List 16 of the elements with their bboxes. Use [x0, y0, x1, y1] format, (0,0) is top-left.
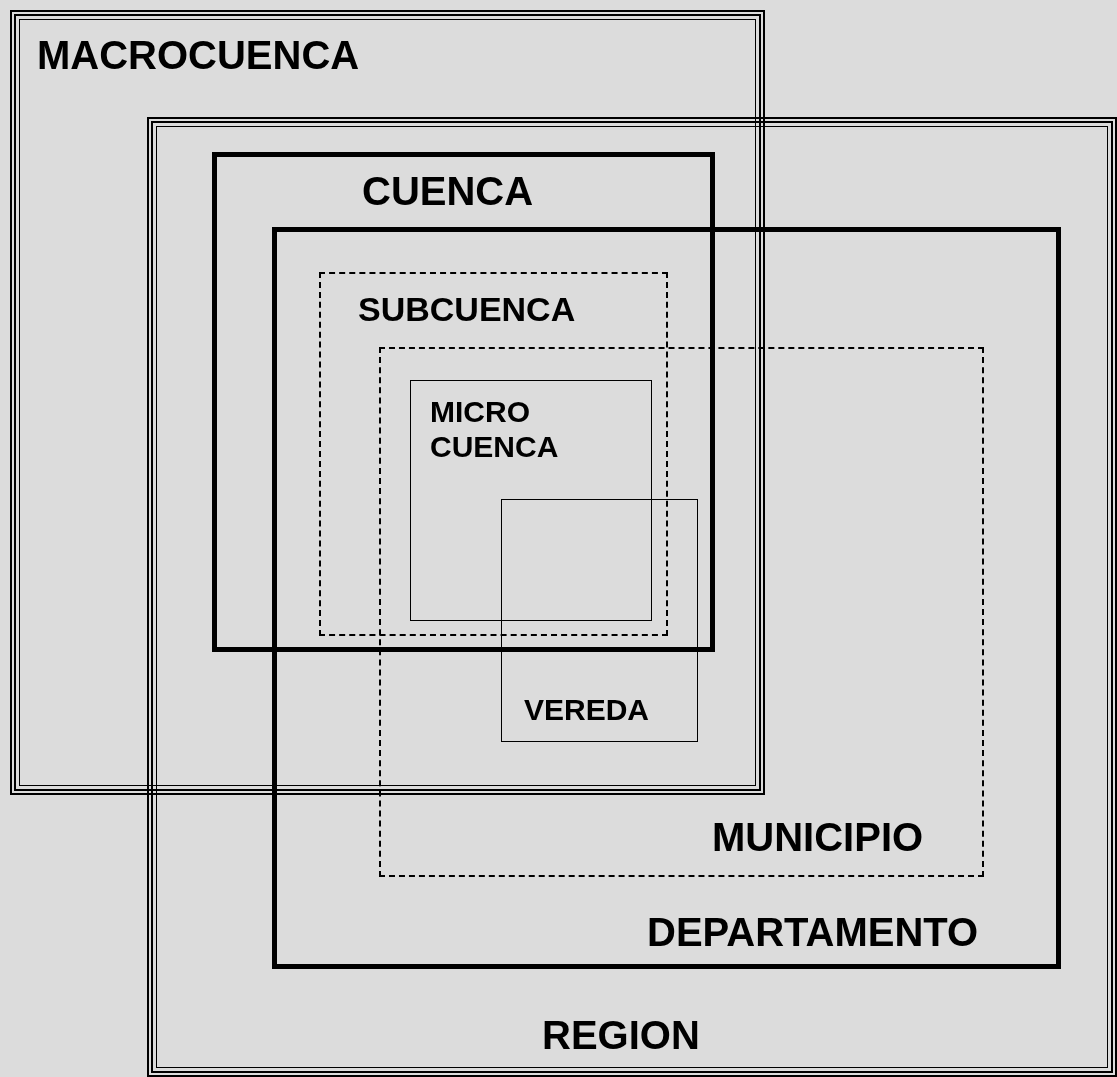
area-label: VEREDA: [524, 693, 650, 728]
area-frame: [319, 272, 668, 636]
area-label: DEPARTAMENTO: [647, 909, 979, 955]
area-frame: [410, 380, 652, 621]
area-label: MUNICIPIO: [712, 814, 924, 860]
area-frame: [501, 499, 698, 742]
area-label: CUENCA: [362, 168, 534, 214]
area-label: MICRO CUENCA: [430, 395, 560, 464]
area-frame: [212, 152, 715, 652]
area-label: MACROCUENCA: [37, 32, 360, 78]
area-frame: [147, 117, 1117, 1077]
area-frame: [272, 227, 1061, 969]
area-label: REGION: [542, 1012, 700, 1058]
area-frame: [10, 10, 765, 795]
area-label: SUBCUENCA: [358, 290, 576, 330]
area-frame: [379, 347, 984, 877]
